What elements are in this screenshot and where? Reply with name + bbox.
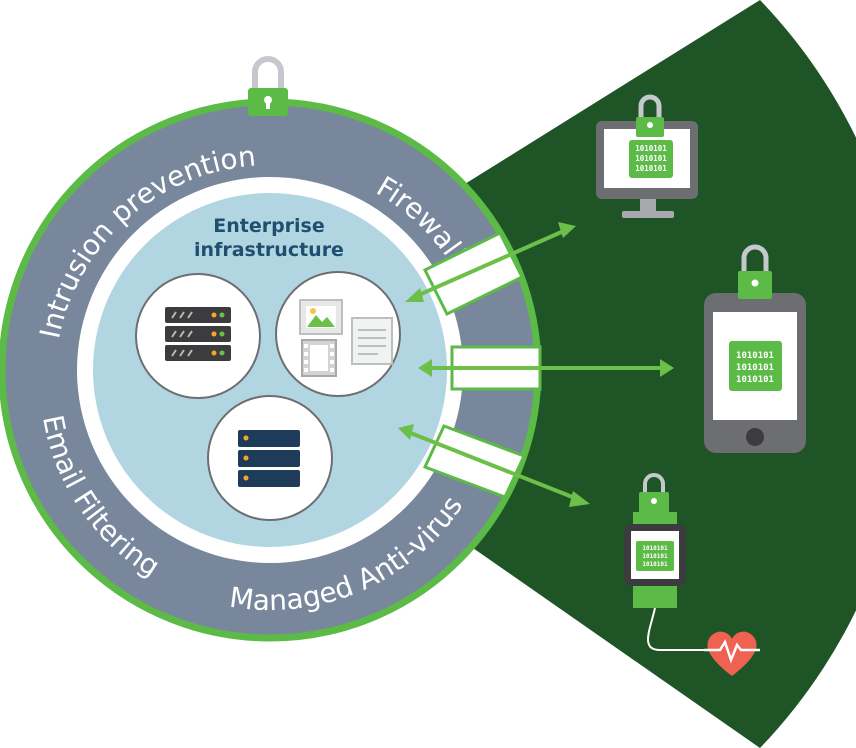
core-title-line2: infrastructure — [194, 239, 344, 261]
monitor-binary-2: 1010101 — [635, 154, 667, 163]
watch-binary-2: 1010101 — [642, 553, 668, 560]
tablet-icon: 1010101 1010101 1010101 — [704, 244, 806, 453]
padlock-icon — [248, 56, 288, 116]
protected-zone-sector — [450, 0, 856, 748]
tablet-binary-3: 1010101 — [736, 375, 774, 385]
server-rack-icon — [135, 273, 261, 399]
image-document-video-files-icon — [275, 271, 401, 397]
watch-binary-3: 1010101 — [642, 561, 668, 568]
smartwatch-icon: 1010101 1010101 1010101 — [624, 473, 712, 651]
monitor-binary-1: 1010101 — [635, 144, 667, 153]
monitor-binary-3: 1010101 — [635, 164, 667, 173]
tablet-binary-1: 1010101 — [736, 351, 774, 361]
security-ring — [0, 98, 542, 642]
watch-binary-1: 1010101 — [642, 545, 668, 552]
tablet-binary-2: 1010101 — [736, 363, 774, 373]
desktop-monitor-icon: 1010101 1010101 1010101 — [596, 94, 698, 218]
database-server-icon — [207, 395, 333, 521]
core-title-line1: Enterprise — [213, 215, 325, 237]
data-flow-arrows — [398, 222, 674, 507]
heart-rate-icon — [704, 631, 760, 676]
